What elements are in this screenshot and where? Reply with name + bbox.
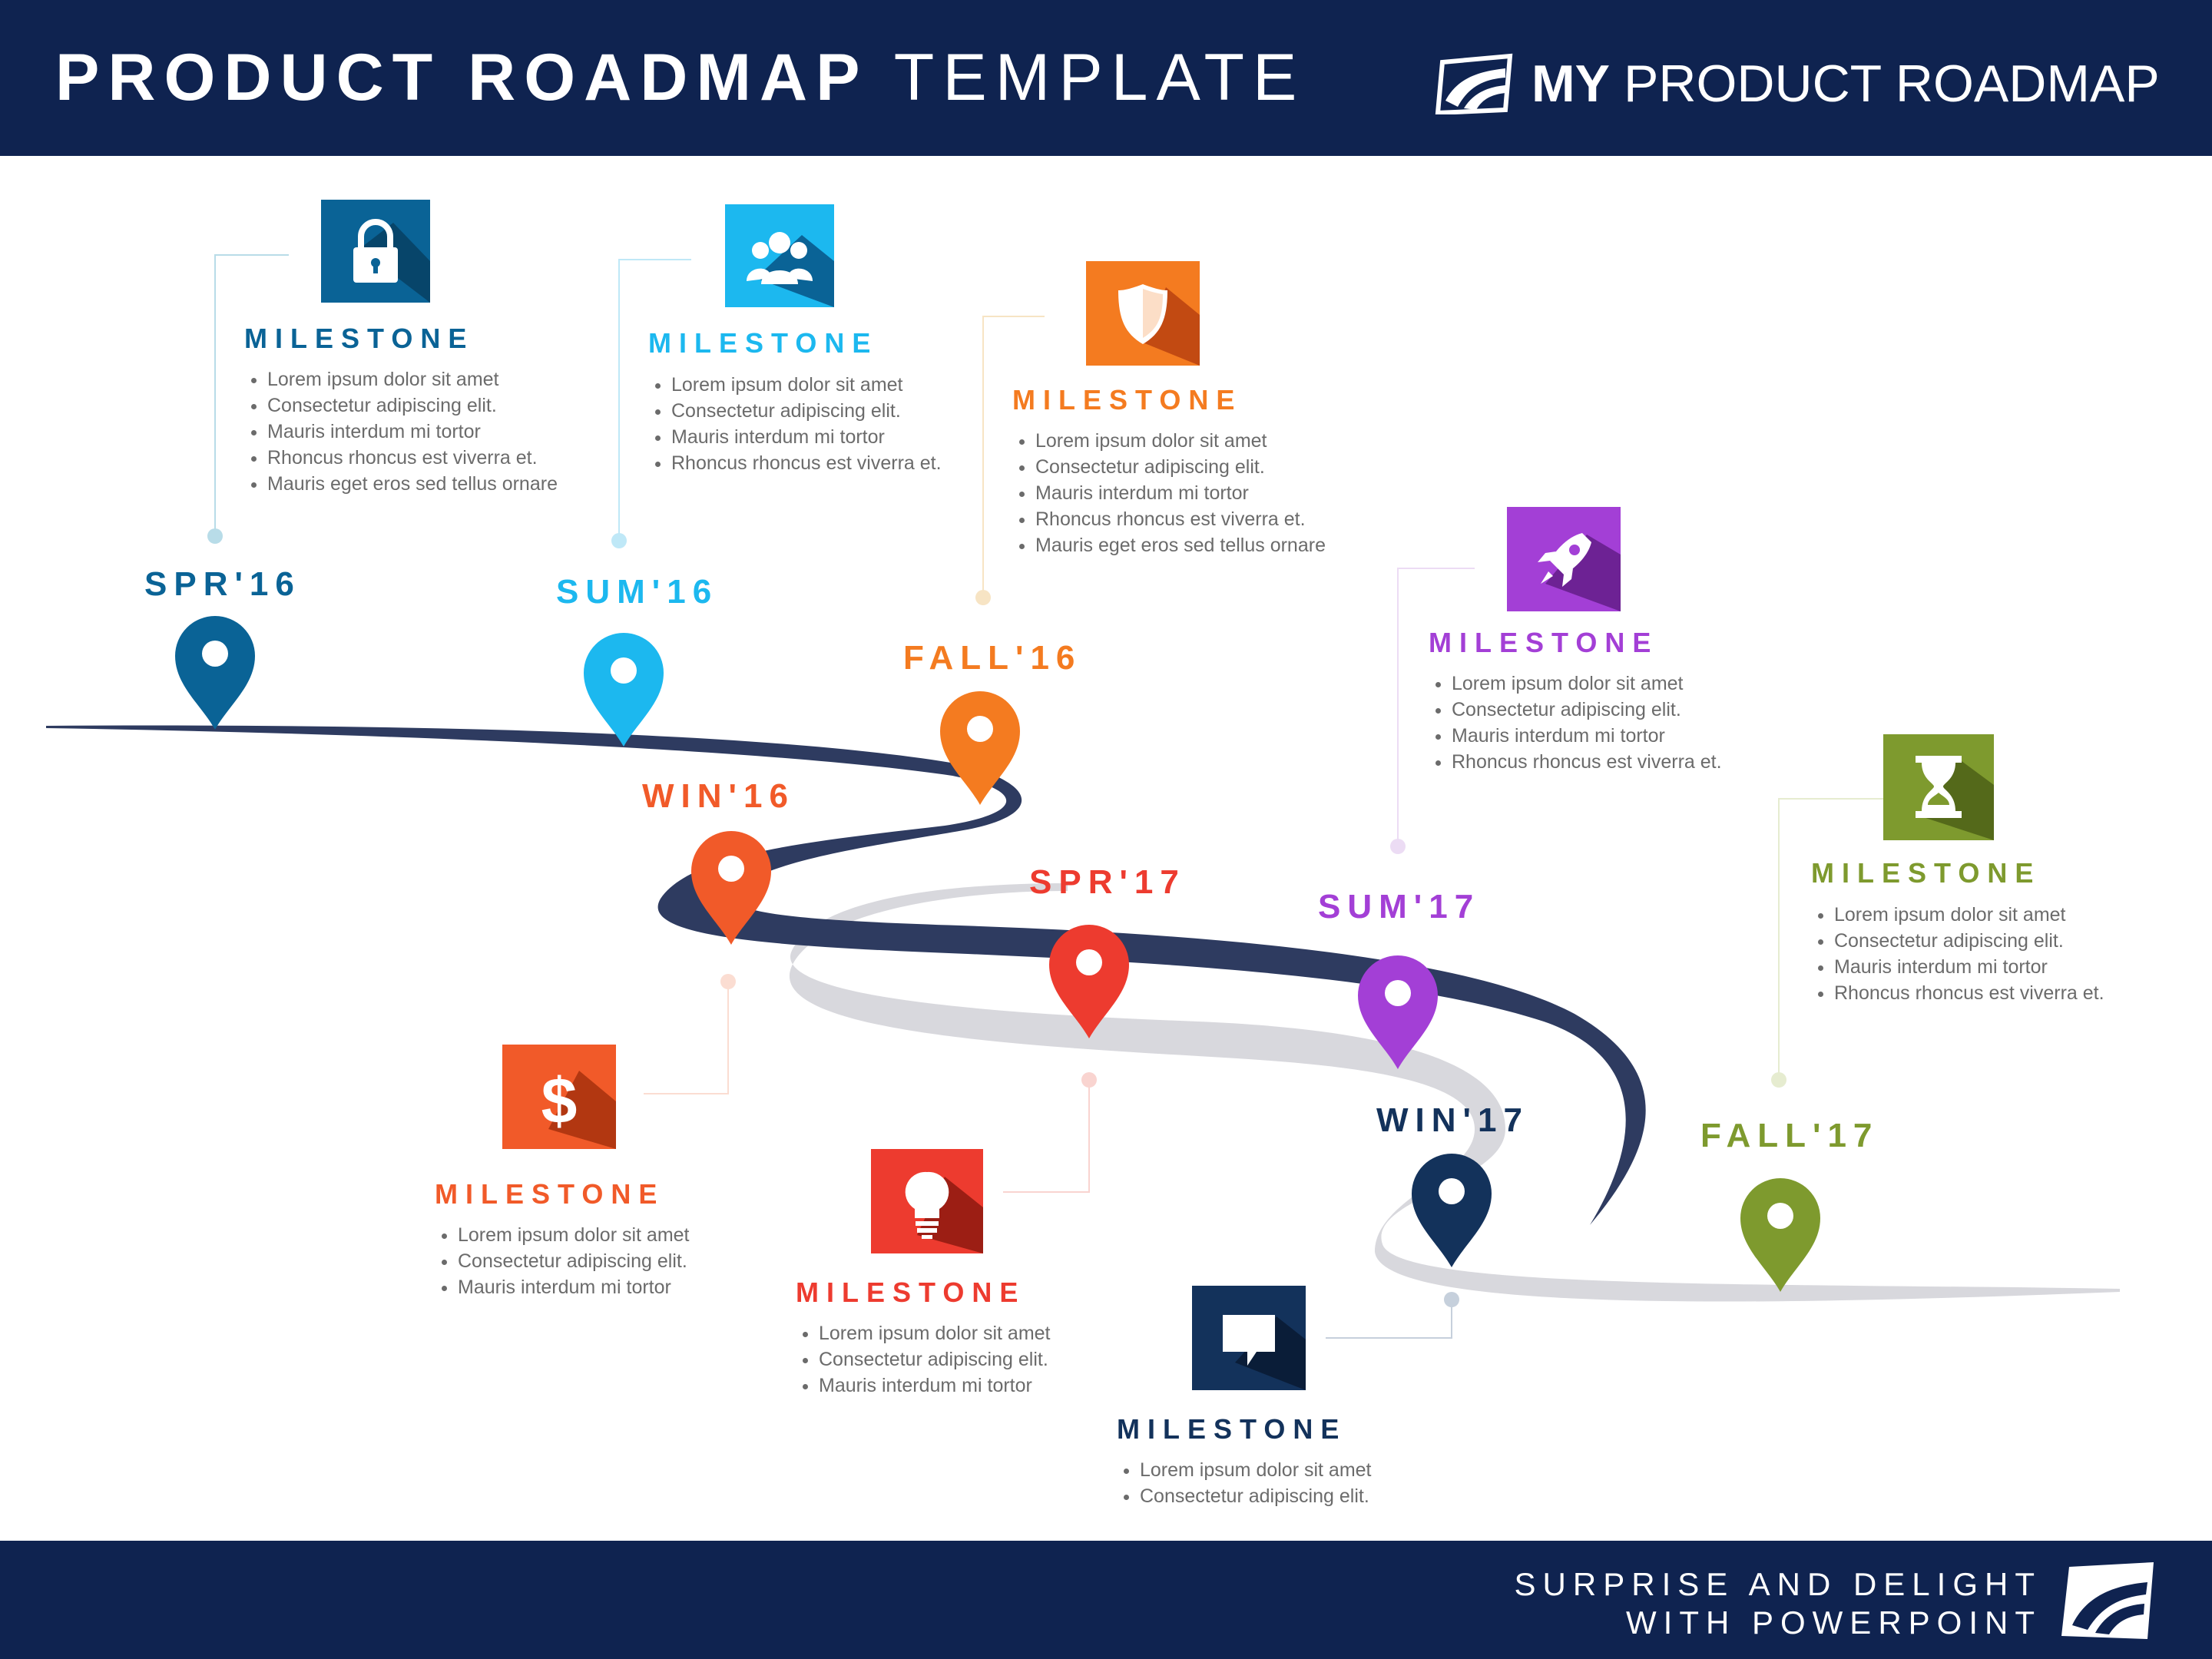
list-item: Lorem ipsum dolor sit amet [819,1320,1051,1346]
milestone-spr17-list: Lorem ipsum dolor sit amet Consectetur a… [797,1320,1051,1399]
milestone-fall17-list: Lorem ipsum dolor sit amet Consectetur a… [1813,902,2104,1006]
season-label-fall17: FALL'17 [1700,1117,1879,1155]
milestone-fall17-title: MILESTONE [1811,857,2041,889]
milestone-spr16-list: Lorem ipsum dolor sit amet Consectetur a… [246,366,558,497]
list-item: Consectetur adipiscing elit. [267,392,558,419]
list-item: Lorem ipsum dolor sit amet [1452,671,1722,697]
season-label-sum16: SUM'16 [556,573,718,611]
milestone-sum16-title: MILESTONE [648,327,878,359]
list-item: Lorem ipsum dolor sit amet [1834,902,2104,928]
list-item: Rhoncus rhoncus est viverra et. [1035,506,1326,532]
pin-win17 [1412,1154,1492,1267]
connector-dot-win17 [1444,1292,1459,1307]
milestone-win17-title: MILESTONE [1117,1413,1346,1445]
connector-win16 [644,983,728,1094]
milestone-spr16-icon-box [321,200,430,303]
connector-dot-win16 [720,974,736,989]
milestone-sum16-list: Lorem ipsum dolor sit amet Consectetur a… [650,372,942,476]
milestone-fall17-icon-box [1883,734,1994,840]
milestone-sum17-icon-box [1507,507,1621,611]
lightbulb-icon [871,1149,983,1253]
milestone-sum17-list: Lorem ipsum dolor sit amet Consectetur a… [1430,671,1722,775]
shield-icon [1086,261,1200,366]
list-item: Lorem ipsum dolor sit amet [1035,428,1326,454]
list-item: Consectetur adipiscing elit. [1452,697,1722,723]
list-item: Mauris interdum mi tortor [458,1274,690,1300]
connector-dot-spr16 [207,528,223,544]
season-label-sum17: SUM'17 [1318,888,1480,926]
connector-dot-sum16 [611,533,627,548]
season-label-fall16: FALL'16 [903,639,1081,677]
svg-text:$: $ [541,1065,578,1137]
list-item: Consectetur adipiscing elit. [458,1248,690,1274]
footer-tagline: SURPRISE AND DELIGHT WITH POWERPOINT [1515,1565,2041,1642]
list-item: Mauris interdum mi tortor [267,419,558,445]
connector-spr17 [1003,1081,1089,1192]
pin-spr16 [175,616,255,730]
pin-fall17 [1740,1178,1820,1292]
pin-sum16 [584,633,664,747]
connector-dot-fall16 [975,590,991,605]
list-item: Consectetur adipiscing elit. [1035,454,1326,480]
milestone-win16-title: MILESTONE [435,1178,664,1210]
list-item: Rhoncus rhoncus est viverra et. [671,450,942,476]
lock-icon [321,200,430,303]
list-item: Mauris interdum mi tortor [671,424,942,450]
milestone-spr17-icon-box [871,1149,983,1253]
list-item: Mauris eget eros sed tellus ornare [1035,532,1326,558]
connector-dot-spr17 [1081,1072,1097,1088]
list-item: Consectetur adipiscing elit. [819,1346,1051,1373]
list-item: Lorem ipsum dolor sit amet [458,1222,690,1248]
milestone-win17-icon-box [1192,1286,1306,1390]
footer-bar: SURPRISE AND DELIGHT WITH POWERPOINT [0,1541,2212,1659]
speech-bubble-icon [1192,1286,1306,1390]
list-item: Consectetur adipiscing elit. [1140,1483,1372,1509]
list-item: Consectetur adipiscing elit. [1834,928,2104,954]
list-item: Rhoncus rhoncus est viverra et. [1834,980,2104,1006]
list-item: Mauris interdum mi tortor [1035,480,1326,506]
milestone-win17-list: Lorem ipsum dolor sit amet Consectetur a… [1118,1457,1372,1509]
footer-tagline-line1: SURPRISE AND DELIGHT [1515,1565,2041,1604]
list-item: Lorem ipsum dolor sit amet [1140,1457,1372,1483]
rocket-icon [1507,507,1621,611]
milestone-sum16-icon-box [725,204,834,307]
list-item: Lorem ipsum dolor sit amet [267,366,558,392]
milestone-sum17-title: MILESTONE [1429,627,1658,659]
list-item: Lorem ipsum dolor sit amet [671,372,942,398]
season-label-spr16: SPR'16 [144,565,301,604]
connector-dot-fall17 [1771,1072,1786,1088]
connector-dot-sum17 [1390,839,1406,854]
season-label-win17: WIN'17 [1376,1101,1529,1140]
connector-win17-line [1326,1301,1452,1338]
hourglass-icon [1883,734,1994,840]
list-item: Mauris interdum mi tortor [1834,954,2104,980]
milestone-spr16-title: MILESTONE [244,323,474,355]
milestone-fall16-list: Lorem ipsum dolor sit amet Consectetur a… [1014,428,1326,558]
list-item: Rhoncus rhoncus est viverra et. [1452,749,1722,775]
season-label-win16: WIN'16 [642,777,795,816]
milestone-fall16-title: MILESTONE [1012,384,1242,416]
list-item: Mauris eget eros sed tellus ornare [267,471,558,497]
list-item: Mauris interdum mi tortor [1452,723,1722,749]
list-item: Mauris interdum mi tortor [819,1373,1051,1399]
road-logo-icon [2058,1559,2158,1642]
users-icon [725,204,834,307]
milestone-spr17-title: MILESTONE [796,1277,1025,1309]
list-item: Consectetur adipiscing elit. [671,398,942,424]
milestone-win16-icon-box: $ [502,1045,616,1149]
milestone-win16-list: Lorem ipsum dolor sit amet Consectetur a… [436,1222,690,1300]
dollar-icon: $ [502,1045,616,1149]
milestone-fall16-icon-box [1086,261,1200,366]
list-item: Rhoncus rhoncus est viverra et. [267,445,558,471]
season-label-spr17: SPR'17 [1029,863,1186,902]
footer-tagline-line2: WITH POWERPOINT [1515,1604,2041,1642]
